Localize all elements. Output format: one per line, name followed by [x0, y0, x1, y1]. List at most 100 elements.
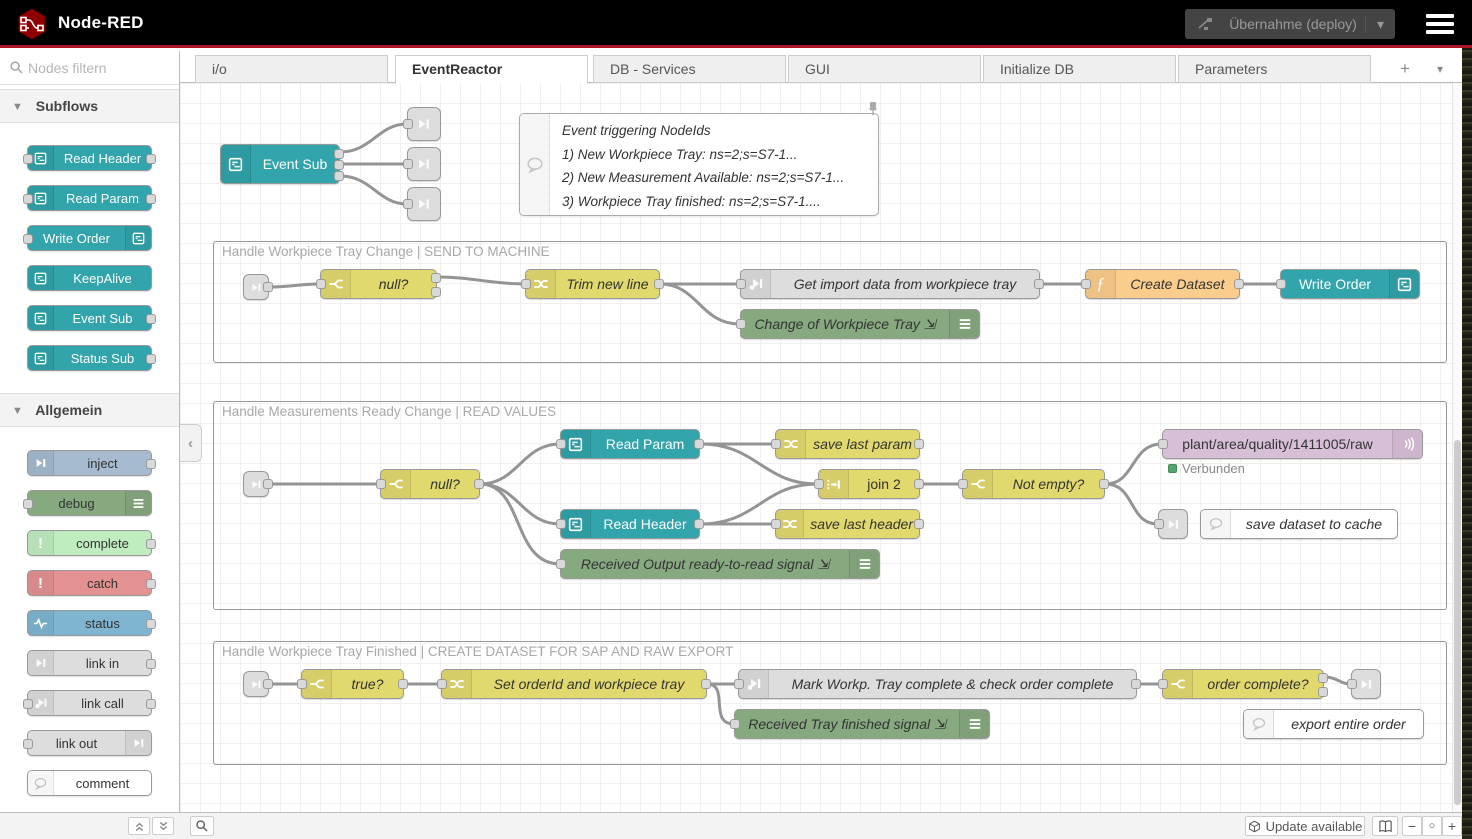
link-arrow-icon	[1168, 519, 1178, 529]
node-switch-order-complete[interactable]: order complete?	[1158, 669, 1328, 699]
link-arrow-icon	[28, 651, 54, 675]
tab-initialize-db[interactable]: Initialize DB	[983, 55, 1176, 83]
link-out-node[interactable]	[403, 147, 441, 181]
canvas-footer: Update available − ○ +	[180, 812, 1462, 839]
comment-node-export-order[interactable]: export entire order	[1243, 709, 1424, 739]
palette-collapse-handle[interactable]: ‹	[180, 424, 202, 462]
palette-node-link-out[interactable]: link out	[23, 730, 152, 756]
tab-io[interactable]: i/o	[195, 55, 388, 83]
zoom-out-button[interactable]: −	[1402, 816, 1422, 836]
tab-parameters[interactable]: Parameters	[1178, 55, 1371, 83]
palette-node-event-sub[interactable]: Event Sub	[27, 305, 156, 331]
palette-node-link-call[interactable]: link call	[23, 690, 156, 716]
join-icon	[819, 470, 849, 498]
subflow-icon	[28, 266, 54, 290]
node-link-call-mark-complete[interactable]: Mark Workp. Tray complete & check order …	[734, 669, 1141, 699]
connected-dot-icon	[1168, 464, 1177, 473]
switch-icon	[1163, 670, 1193, 698]
scrollbar-thumb[interactable]	[1454, 440, 1461, 805]
tab-eventreactor[interactable]: EventReactor	[395, 55, 588, 84]
node-join[interactable]: join 2	[814, 469, 924, 499]
node-debug-change-of-tray[interactable]: Change of Workpiece Tray ⇲	[736, 309, 980, 339]
node-debug-received-tray-finished[interactable]: Received Tray finished signal ⇲	[730, 709, 990, 739]
link-arrow-icon	[251, 480, 260, 488]
tab-db-services[interactable]: DB - Services	[593, 55, 786, 83]
palette-node-inject[interactable]: inject	[27, 450, 156, 476]
link-arrow-icon	[251, 680, 260, 688]
node-switch-not-empty[interactable]: Not empty?	[958, 469, 1109, 499]
node-debug-received-output[interactable]: Received Output ready-to-read signal ⇲	[556, 549, 880, 579]
deploy-icon	[1198, 18, 1212, 30]
comment-bubble-icon	[1201, 510, 1231, 538]
palette-node-keepalive[interactable]: KeepAlive	[27, 265, 152, 291]
node-link-call-get-import[interactable]: Get import data from workpiece tray	[736, 269, 1044, 299]
add-flow-button[interactable]: +	[1400, 59, 1410, 78]
palette-node-catch[interactable]: ! catch	[27, 570, 156, 596]
comment-line: 3) Workpiece Tray finished: ns=2;s=S7-1.…	[562, 193, 821, 209]
group-title: Handle Workpiece Tray Finished | CREATE …	[222, 644, 734, 659]
palette-node-read-header[interactable]: Read Header	[23, 145, 156, 171]
node-read-param[interactable]: Read Param	[556, 429, 704, 459]
node-switch-null[interactable]: null?	[316, 269, 441, 299]
group-title: Handle Workpiece Tray Change | SEND TO M…	[222, 244, 550, 259]
flow-canvas[interactable]: Handle Workpiece Tray Change | SEND TO M…	[180, 83, 1462, 812]
node-change-save-last-header[interactable]: save last header	[771, 509, 924, 539]
link-out-node[interactable]	[403, 187, 441, 221]
exclamation-icon: !	[28, 571, 54, 595]
link-in-node[interactable]	[243, 274, 273, 300]
group-measurements-ready[interactable]: Handle Measurements Ready Change | READ …	[213, 401, 1447, 610]
palette-node-status[interactable]: status	[27, 610, 156, 636]
palette-node-complete[interactable]: ! complete	[27, 530, 156, 556]
node-write-order[interactable]: Write Order	[1276, 269, 1420, 299]
palette-node-link-in[interactable]: link in	[27, 650, 156, 676]
link-out-node[interactable]	[1347, 669, 1381, 699]
main-menu-button[interactable]	[1424, 12, 1456, 36]
palette-node-debug[interactable]: debug	[23, 490, 152, 516]
group-workpiece-tray-change[interactable]: Handle Workpiece Tray Change | SEND TO M…	[213, 241, 1447, 363]
palette-node-read-param[interactable]: Read Param	[23, 185, 156, 211]
node-change-trim[interactable]: Trim new line	[521, 269, 664, 299]
node-switch-null-2[interactable]: null?	[376, 469, 484, 499]
canvas-scrollbar[interactable]	[1452, 83, 1462, 812]
app-title: Node-RED	[58, 13, 144, 32]
node-read-header[interactable]: Read Header	[556, 509, 704, 539]
function-icon: ƒ	[1086, 270, 1116, 298]
tab-gui[interactable]: GUI	[788, 55, 981, 83]
link-in-node[interactable]	[243, 671, 273, 697]
chevron-down-icon: ▼	[12, 101, 23, 113]
update-available-button[interactable]: Update available	[1245, 816, 1365, 836]
collapse-all-button[interactable]	[128, 817, 150, 835]
node-function-create-dataset[interactable]: ƒ Create Dataset	[1081, 269, 1244, 299]
expand-all-button[interactable]	[152, 817, 174, 835]
comment-node-save-dataset[interactable]: save dataset to cache	[1200, 509, 1398, 539]
link-call-icon	[739, 670, 769, 698]
comment-node-event-triggering[interactable]: Event triggering NodeIds 1) New Workpiec…	[519, 113, 879, 216]
flow-list-caret[interactable]: ▾	[1436, 62, 1444, 76]
zoom-in-button[interactable]: +	[1442, 816, 1462, 836]
category-subflows[interactable]: ▼ Subflows	[0, 89, 179, 123]
chevron-down-icon: ▼	[12, 405, 23, 417]
zoom-reset-button[interactable]: ○	[1422, 816, 1442, 836]
palette-node-write-order[interactable]: Write Order	[23, 225, 152, 251]
change-icon	[526, 270, 556, 298]
node-switch-true[interactable]: true?	[297, 669, 408, 699]
search-input[interactable]	[28, 55, 173, 81]
deploy-options-caret[interactable]: ▾	[1365, 15, 1395, 33]
palette-node-comment[interactable]: comment	[27, 770, 152, 796]
link-in-node[interactable]	[243, 471, 273, 497]
palette-node-status-sub[interactable]: Status Sub	[27, 345, 156, 371]
category-allgemein[interactable]: ▼ Allgemein	[0, 393, 179, 427]
link-arrow-icon	[1361, 679, 1371, 689]
node-change-save-last-param[interactable]: save last param	[771, 429, 924, 459]
node-mqtt-out[interactable]: plant/area/quality/1411005/raw	[1158, 429, 1423, 459]
debug-list-icon	[949, 310, 979, 338]
map-view-button[interactable]	[1372, 816, 1398, 836]
node-change-set-orderid[interactable]: Set orderId and workpiece tray	[437, 669, 711, 699]
group-tray-finished[interactable]: Handle Workpiece Tray Finished | CREATE …	[213, 641, 1447, 765]
deploy-button[interactable]: Übernahme (deploy) ▾	[1185, 9, 1395, 39]
node-event-sub[interactable]: Event Sub	[220, 144, 344, 184]
search-flows-button[interactable]	[190, 816, 214, 836]
link-out-node[interactable]	[403, 107, 441, 141]
link-out-node[interactable]	[1154, 509, 1188, 539]
pin-icon[interactable]	[866, 101, 880, 117]
